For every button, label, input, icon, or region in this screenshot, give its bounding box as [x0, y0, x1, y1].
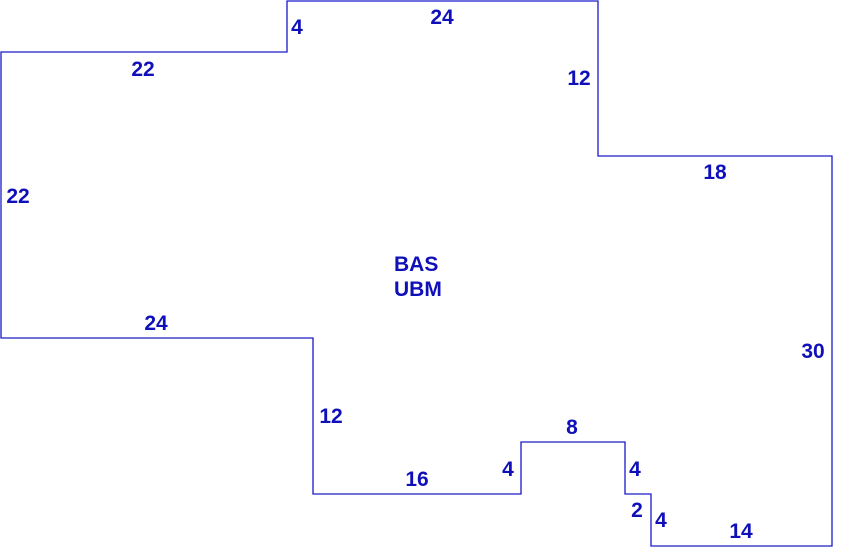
dim-notch-small: 2 [631, 499, 643, 522]
dim-notch-step-right: 4 [655, 509, 667, 532]
dim-middle-left-edge: 24 [144, 312, 168, 335]
dim-bottom-middle-edge: 16 [405, 468, 428, 491]
building-outline [0, 0, 833, 547]
dim-notch-top: 8 [566, 416, 578, 439]
dim-left-edge: 22 [6, 185, 29, 208]
dim-notch-left: 4 [502, 458, 514, 481]
dim-top-edge: 24 [430, 6, 454, 29]
dim-left-lower-step: 12 [319, 405, 342, 428]
dim-top-left-edge: 22 [131, 58, 154, 81]
area-label-line-2: UBM [394, 278, 442, 301]
dim-bottom-right-edge: 14 [729, 520, 753, 543]
dim-notch-step-upper: 4 [629, 458, 641, 481]
area-label-line-1: BAS [394, 253, 438, 276]
dim-right-step: 12 [567, 67, 590, 90]
dim-right-edge: 30 [801, 340, 824, 363]
dim-top-step: 4 [291, 16, 303, 39]
dim-right-top-edge: 18 [703, 161, 727, 184]
